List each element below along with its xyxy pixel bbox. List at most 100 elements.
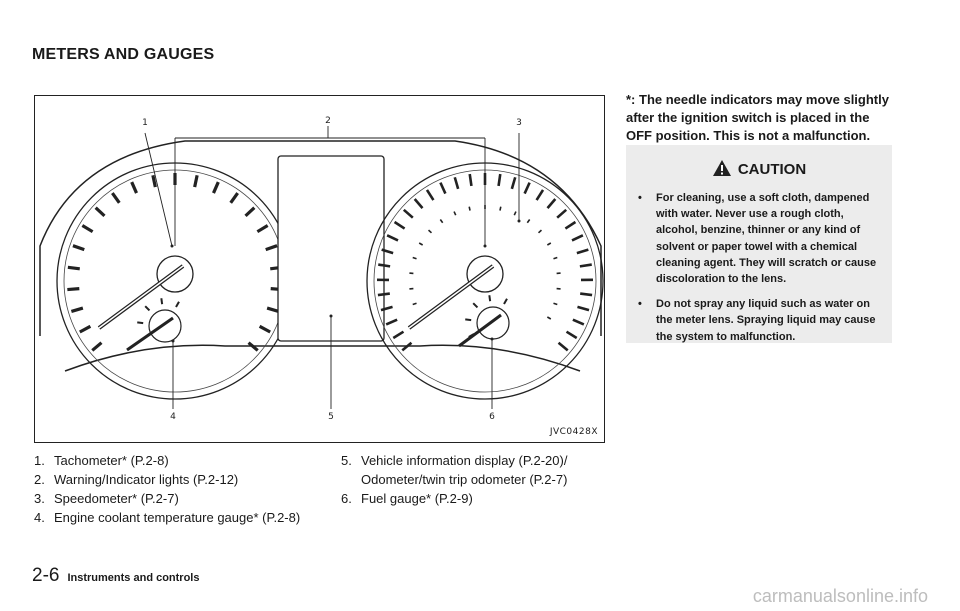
gauge-tick: [526, 219, 531, 224]
legend-text: Tachometer* (P.2-8): [54, 453, 169, 468]
gauge-tick: [413, 198, 424, 209]
gauge-tick: [412, 256, 417, 260]
callout-leader-lines: [144, 126, 520, 409]
gauge-tick: [412, 302, 417, 306]
gauge-tick: [392, 330, 405, 340]
caution-text: Do not spray any liquid such as water on…: [656, 298, 876, 343]
gauge-tick: [499, 206, 502, 211]
gauge-tick: [377, 292, 390, 297]
legend-number: 2.: [34, 472, 45, 487]
gauge-tick: [402, 208, 414, 219]
coolant-gauge-tick-marks: [137, 298, 180, 341]
gauge-tick: [497, 173, 502, 187]
gauge-tick: [557, 341, 569, 352]
gauge-tick: [488, 295, 492, 302]
gauge-tick: [580, 292, 593, 297]
gauge-tick: [258, 324, 271, 334]
needle-note: *: The needle indicators may move slight…: [626, 92, 889, 143]
gauge-tick: [265, 244, 278, 252]
gauge-tick: [381, 248, 394, 255]
gauge-tick: [72, 244, 85, 252]
gauge-tick: [546, 198, 557, 209]
gauge-tick: [193, 174, 199, 188]
gauge-tick: [70, 306, 84, 313]
legend-number: 1.: [34, 453, 45, 468]
callout-anchor-dots: [170, 219, 521, 343]
gauge-tick: [244, 206, 256, 218]
legend-text: Fuel gauge* (P.2-9): [361, 491, 473, 506]
gauge-tick: [130, 181, 138, 194]
gauge-tick: [140, 336, 147, 341]
speedometer-tick-marks: [376, 173, 594, 352]
legend-item: 4. Engine coolant temperature gauge* (P.2…: [34, 508, 324, 527]
gauge-tick: [67, 265, 80, 271]
legend-text: Speedometer* (P.2-7): [54, 491, 179, 506]
fuel-gauge-tick-marks: [465, 295, 508, 338]
gauge-tick: [79, 324, 92, 334]
chapter-title: Instruments and controls: [67, 572, 200, 584]
gauge-tick: [94, 206, 106, 218]
gauge-tick: [453, 176, 460, 190]
caution-box: CAUTION • For cleaning, use a soft cloth,…: [626, 145, 892, 343]
gauge-tick: [556, 208, 568, 219]
gauge-tick: [378, 263, 391, 268]
legend-text: Engine coolant temperature gauge* (P.2-8…: [54, 510, 301, 525]
figure-legend-right: 5. Vehicle information display (P.2-20)/ …: [341, 451, 607, 508]
gauge-tick: [468, 173, 473, 187]
legend-number: 6.: [341, 491, 352, 506]
legend-number: 4.: [34, 510, 45, 525]
bullet-icon: •: [638, 192, 642, 204]
caution-header: CAUTION: [626, 159, 892, 181]
gauge-tick: [537, 229, 543, 234]
gauge-tick: [577, 305, 590, 312]
gauge-tick: [212, 181, 220, 194]
callout-4: 4: [170, 412, 176, 422]
gauge-tick: [579, 263, 592, 268]
gauge-tick: [565, 330, 578, 340]
gauge-tick: [137, 321, 144, 325]
gauge-tick: [418, 242, 424, 246]
gauge-tick: [401, 341, 413, 352]
gauge-tick: [91, 341, 103, 352]
gauge-tick: [266, 306, 280, 313]
gauge-tick: [553, 256, 558, 260]
warning-triangle-icon: [712, 159, 732, 181]
figure-code: JVC0428X: [549, 427, 598, 437]
gauge-tick: [576, 248, 589, 255]
gauge-tick: [247, 341, 259, 352]
caution-text: For cleaning, use a soft cloth, dampened…: [656, 192, 877, 286]
gauge-tick: [564, 220, 577, 230]
gauge-tick: [513, 211, 517, 216]
gauge-tick: [427, 229, 433, 234]
gauge-tick: [535, 189, 545, 201]
caution-list: • For cleaning, use a soft cloth, dampene…: [638, 190, 884, 354]
bullet-icon: •: [638, 298, 642, 311]
caution-item: • Do not spray any liquid such as water o…: [638, 296, 884, 345]
gauge-tick: [81, 224, 94, 234]
watermark: carmanualsonline.info: [752, 586, 928, 606]
caution-item: • For cleaning, use a soft cloth, dampene…: [638, 190, 884, 287]
gauge-tick: [523, 182, 531, 195]
instrument-cluster-illustration: 1 2 3 4 5 6: [39, 116, 604, 422]
gauge-tick: [510, 176, 517, 190]
gauge-tick: [144, 305, 151, 312]
gauge-tick: [468, 333, 475, 338]
callout-6: 6: [489, 412, 495, 422]
gauge-tick: [546, 316, 552, 320]
gauge-tick: [380, 305, 393, 312]
section-title: METERS AND GAUGES: [32, 46, 215, 63]
gauge-tick: [256, 224, 269, 234]
callout-2: 2: [325, 116, 331, 126]
legend-text: Vehicle information display (P.2-20)/ Od…: [361, 453, 568, 487]
legend-item: 1. Tachometer* (P.2-8): [34, 451, 324, 470]
gauge-tick: [453, 211, 457, 216]
gauge-tick: [468, 206, 471, 211]
legend-number: 5.: [341, 453, 352, 468]
gauge-tick: [572, 318, 585, 326]
instrument-cluster-figure: 1 2 3 4 5 6 JVC0428X: [34, 95, 605, 443]
gauge-tick: [111, 192, 121, 204]
legend-item: 2.Warning/Indicator lights (P.2-12): [34, 470, 324, 489]
figure-legend-left: 1. Tachometer* (P.2-8) 2.Warning/Indicato…: [34, 451, 324, 527]
gauge-tick: [393, 220, 406, 230]
